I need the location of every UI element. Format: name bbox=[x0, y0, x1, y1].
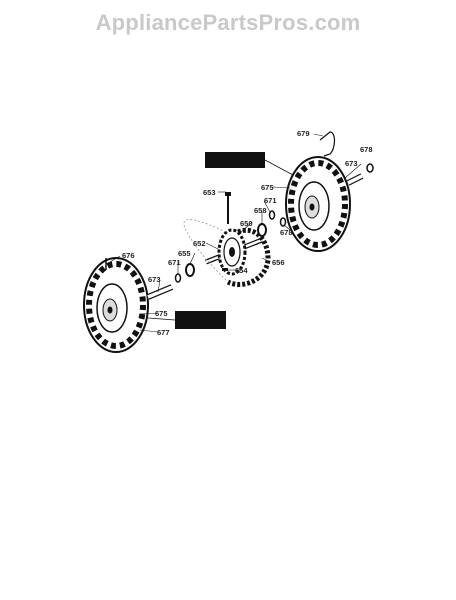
drive-sprocket bbox=[217, 228, 247, 276]
right-wheel-callout-box bbox=[205, 152, 294, 176]
label-671-top: 671 bbox=[264, 196, 277, 205]
nut-678-outer bbox=[366, 163, 374, 173]
watermark-logo-text: AppliancePartsPros.com bbox=[95, 10, 361, 35]
label-652: 652 bbox=[193, 239, 206, 248]
left-wheel-callout-box bbox=[147, 311, 226, 329]
axle-pin-673-left bbox=[146, 284, 174, 300]
right-wheel-tire bbox=[285, 156, 351, 252]
bearing-655 bbox=[185, 263, 195, 277]
bearing-658 bbox=[257, 223, 267, 237]
label-656: 656 bbox=[272, 258, 285, 267]
label-673-top: 673 bbox=[345, 159, 358, 168]
drive-chain bbox=[183, 219, 271, 287]
label-673-bottom: 673 bbox=[148, 275, 161, 284]
label-675-top: 675 bbox=[261, 183, 274, 192]
leader-lines bbox=[109, 133, 362, 333]
key-654 bbox=[222, 268, 228, 271]
label-654: 654 bbox=[235, 266, 248, 275]
washer-671-lower bbox=[174, 273, 182, 283]
washer-671-upper bbox=[268, 210, 276, 220]
label-677: 677 bbox=[157, 328, 170, 337]
set-screw-653 bbox=[225, 192, 231, 224]
label-678-top: 678 bbox=[360, 145, 373, 154]
label-676: 676 bbox=[122, 251, 135, 260]
left-wheel-tire bbox=[83, 257, 149, 353]
label-658: 658 bbox=[254, 206, 267, 215]
label-679: 679 bbox=[297, 129, 310, 138]
label-675-bottom: 675 bbox=[155, 309, 168, 318]
label-678-mid: 678 bbox=[280, 228, 293, 237]
label-650: 650 bbox=[240, 219, 253, 228]
label-671-bottom: 671 bbox=[168, 258, 181, 267]
label-653: 653 bbox=[203, 188, 216, 197]
hairpin-clip-679 bbox=[319, 131, 336, 157]
axle-pin-673-right bbox=[346, 173, 364, 186]
label-655: 655 bbox=[178, 249, 191, 258]
washer-678-inner bbox=[279, 217, 287, 227]
